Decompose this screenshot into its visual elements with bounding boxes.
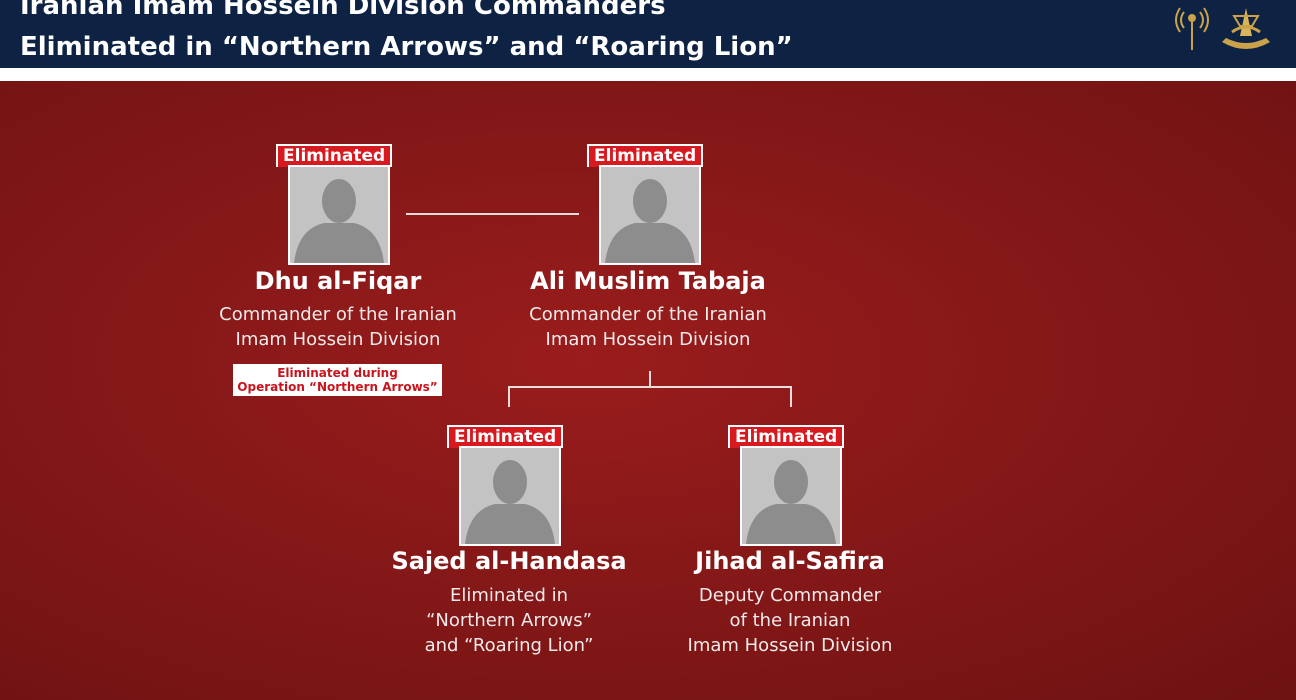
person-role-line: “Northern Arrows” — [426, 610, 592, 631]
profile-silhouette-icon — [599, 165, 701, 265]
person-role-line: of the Iranian — [729, 610, 851, 631]
person-role-line: Imam Hossein Division — [545, 329, 751, 350]
operation-note-line: Eliminated during — [277, 366, 398, 380]
idf-emblem — [1222, 8, 1270, 49]
operation-note: Eliminated during Operation “Northern Ar… — [233, 364, 442, 396]
connector-stem — [649, 371, 651, 388]
person-role-line: Imam Hossein Division — [687, 635, 893, 656]
person-name: Ali Muslim Tabaja — [530, 267, 766, 295]
eliminated-badge: Eliminated — [276, 144, 393, 167]
person-role-line: Commander of the Iranian — [529, 304, 767, 325]
profile-silhouette-icon — [288, 165, 390, 265]
header-bar: Iranian Imam Hossein Division Commanders… — [0, 0, 1296, 68]
connector-right-drop — [790, 386, 792, 407]
title-line-1: Iranian Imam Hossein Division Commanders — [20, 0, 666, 21]
eliminated-badge: Eliminated — [587, 144, 704, 167]
person-name: Sajed al-Handasa — [391, 547, 627, 575]
person-role-line: Eliminated in — [449, 585, 569, 606]
profile-silhouette-icon — [459, 446, 561, 546]
eliminated-badge: Eliminated — [728, 425, 845, 448]
person-name: Jihad al-Safira — [695, 547, 885, 575]
logos — [1175, 7, 1270, 50]
person-name: Dhu al-Fiqar — [254, 267, 422, 295]
header-divider — [0, 68, 1296, 81]
person-role-line: Imam Hossein Division — [235, 329, 441, 350]
title-line-2: Eliminated in “Northern Arrows” and “Roa… — [20, 32, 793, 62]
person-role-line: Deputy Commander — [698, 585, 882, 606]
connector-left-drop — [508, 386, 510, 407]
person-role-line: and “Roaring Lion” — [424, 635, 594, 656]
intelligence-antenna-emblem — [1175, 7, 1209, 50]
operation-note-line: Operation “Northern Arrows” — [237, 380, 438, 394]
eliminated-badge: Eliminated — [447, 425, 564, 448]
person-role-line: Commander of the Iranian — [219, 304, 457, 325]
connector-top — [406, 213, 579, 215]
profile-silhouette-icon — [740, 446, 842, 546]
connector-bar — [508, 386, 792, 388]
